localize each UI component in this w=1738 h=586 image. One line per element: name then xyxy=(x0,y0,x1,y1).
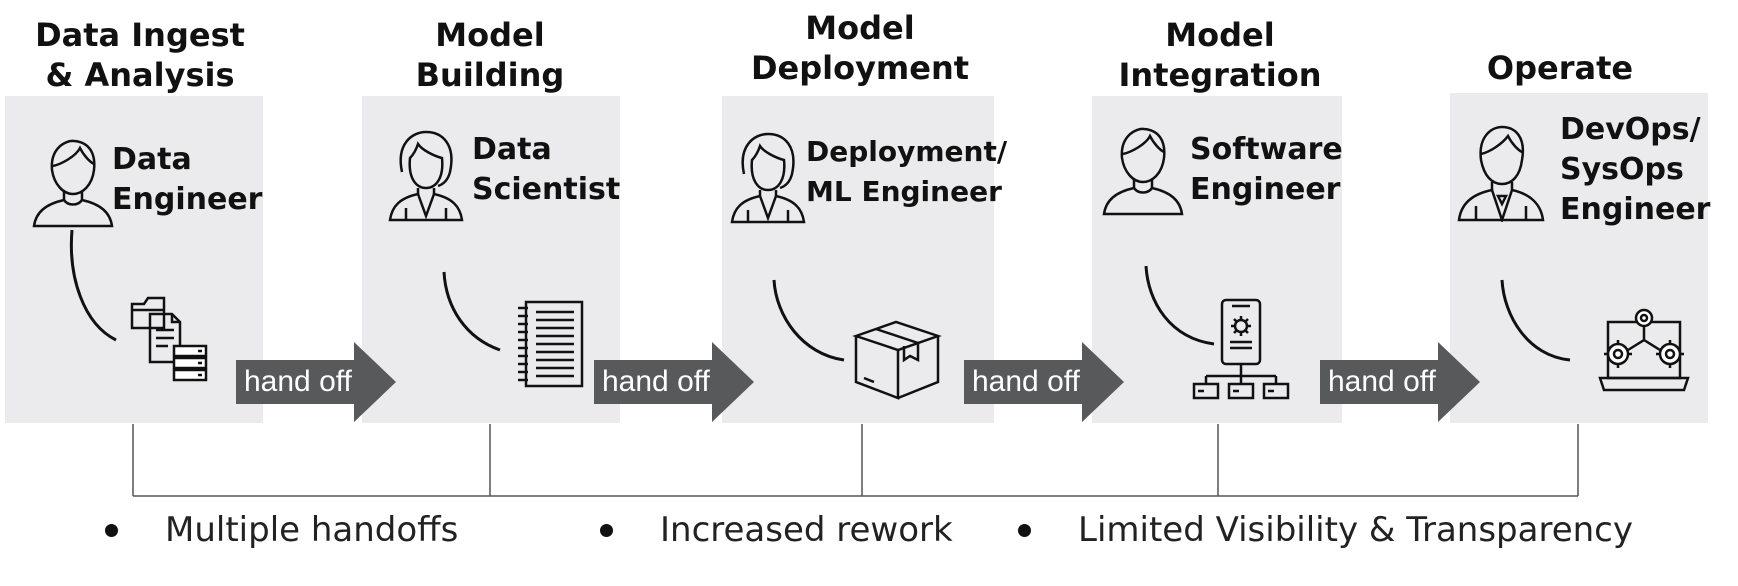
mobile-network-icon xyxy=(1192,298,1290,400)
package-box-icon xyxy=(852,320,942,400)
role-label-data-scientist: Data Scientist xyxy=(472,132,621,207)
connector-curve xyxy=(69,229,117,342)
user-female-icon xyxy=(730,132,806,224)
stage-panel-model-deployment xyxy=(722,96,994,423)
user-suit-icon xyxy=(1457,125,1545,222)
handoff-label: hand off xyxy=(972,365,1080,398)
issue-item: Multiple handoffs xyxy=(105,505,525,555)
stage-title-operate: Operate xyxy=(1486,49,1634,87)
issue-list: Multiple handoffs Increased rework Limit… xyxy=(0,505,1738,555)
issue-item: Limited Visibility & Transparency xyxy=(1018,505,1718,555)
issue-item: Increased rework xyxy=(600,505,1000,555)
role-label-ml-engineer: Deployment/ ML Engineer xyxy=(806,135,1008,208)
laptop-gears-icon xyxy=(1598,308,1690,392)
handoff-label: hand off xyxy=(602,365,710,398)
handoff-arrow-2: hand off xyxy=(594,342,754,422)
stage-title-model-building: Model Building xyxy=(415,16,565,94)
stage-title-model-integration: Model Integration xyxy=(1118,16,1322,94)
issue-text: Increased rework xyxy=(660,510,953,550)
user-female-icon xyxy=(388,130,464,222)
handoff-arrow-1: hand off xyxy=(236,342,396,422)
user-icon xyxy=(32,139,114,228)
bracket-line xyxy=(132,424,1579,497)
connector-curve xyxy=(1500,279,1571,362)
connector-curve xyxy=(442,271,501,352)
stage-title-data-ingest: Data Ingest & Analysis xyxy=(35,16,245,94)
notepad-icon xyxy=(518,300,584,388)
bullet-dot xyxy=(600,524,613,537)
handoff-label: hand off xyxy=(1328,365,1436,398)
handoff-label: hand off xyxy=(244,365,352,398)
issue-text: Limited Visibility & Transparency xyxy=(1078,510,1633,550)
issue-text: Multiple handoffs xyxy=(165,510,459,550)
connector-curve xyxy=(1144,265,1215,346)
stage-title-model-deployment: Model Deployment xyxy=(750,9,970,87)
user-icon xyxy=(1102,127,1184,216)
files-database-icon xyxy=(130,296,208,382)
handoff-arrow-3: hand off xyxy=(964,342,1124,422)
bullet-dot xyxy=(1018,524,1031,537)
stage-panel-data-ingest xyxy=(5,96,263,423)
stage-panel-model-building xyxy=(362,96,620,423)
role-label-devops-engineer: DevOps/ SysOps Engineer xyxy=(1560,112,1711,227)
role-label-software-engineer: Software Engineer xyxy=(1190,132,1343,207)
connector-curve xyxy=(772,279,845,362)
role-label-data-engineer: Data Engineer xyxy=(112,142,263,217)
bullet-dot xyxy=(105,524,118,537)
handoff-arrow-4: hand off xyxy=(1320,342,1480,422)
